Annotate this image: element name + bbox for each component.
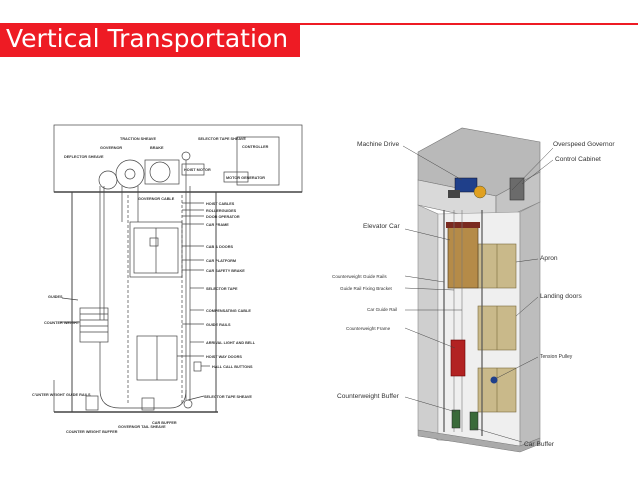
label-car-buffer: CAR BUFFER	[152, 421, 177, 425]
governor-tail-sheave	[183, 399, 193, 409]
elevator-car	[129, 221, 183, 278]
counterweight	[79, 307, 109, 343]
label-governor-cable: GOVERNOR CABLE	[138, 197, 175, 201]
label-guides: GUIDES	[48, 295, 63, 299]
counterweight-frame	[450, 339, 466, 377]
label-car-guide-rail: Car Guide Rail	[367, 307, 397, 312]
label-counter-weight-buffer: COUNTER WEIGHT BUFFER	[66, 430, 118, 434]
label-compensating-cable: COMPENSATING CABLE	[206, 309, 251, 313]
label-hoist-motor: HOIST MOTOR	[184, 168, 211, 172]
label-counterweight-frame: Counterweight Frame	[346, 326, 391, 331]
label-car-frame: CAR FRAME	[206, 223, 229, 227]
car-buffer	[469, 411, 479, 431]
tension-pulley	[490, 376, 498, 384]
governor-sheave	[181, 151, 191, 161]
label-deflector-sheave: DEFLECTOR SHEAVE	[64, 155, 104, 159]
brake-drum	[149, 161, 171, 183]
elevator-car	[447, 225, 479, 289]
label-elevator-car: Elevator Car	[363, 223, 400, 230]
deflector-sheave	[98, 170, 118, 190]
label-counter-weight-guide-rails: C'UNTER WEIGHT GUIDE RAILS	[32, 393, 91, 397]
label-door-operator: DOOR OPERATOR	[206, 215, 240, 219]
label-car-platform: CAR PLATFORM	[206, 259, 236, 263]
label-apron: Apron	[540, 255, 558, 262]
page-title: Vertical Transportation	[6, 24, 289, 53]
title-bar: Vertical Transportation	[0, 23, 300, 57]
right-diagram-labels: Machine Drive Overspeed Governor Control…	[332, 141, 615, 448]
label-governor: GOVERNOR	[100, 146, 122, 150]
label-control-cabinet: Control Cabinet	[555, 156, 601, 163]
motor-generator	[223, 171, 249, 183]
label-brake: BRAKE	[150, 146, 164, 150]
label-hoistway-doors: HOIST WAY DOORS	[206, 355, 242, 359]
label-cab-doors: CAB & DOORS	[206, 245, 233, 249]
label-selector-tape: SELECTOR TAPE	[206, 287, 238, 291]
label-hall-call-buttons: HALL CALL BUTTONS	[212, 365, 253, 369]
machine-drive	[454, 177, 478, 193]
label-tension-pulley: Tension Pulley	[540, 354, 573, 360]
label-arrival-light-bell: ARRIVAL LIGHT AND BELL	[206, 341, 256, 345]
label-selector-tape-sheave-bottom: SELECTOR TAPE SHEAVE	[204, 395, 252, 399]
label-guide-rails: GUIDE RAILS	[206, 323, 231, 327]
label-motor-generator: MOTOR GENERATOR	[226, 176, 265, 180]
label-landing-doors: Landing doors	[540, 293, 582, 300]
counterweight-buffer	[85, 395, 99, 411]
label-controller: CONTROLLER	[242, 145, 269, 149]
control-cabinet	[509, 177, 525, 201]
label-rollerguides: ROLLERGUIDES	[206, 209, 237, 213]
left-elevator-diagram	[53, 124, 303, 413]
label-governor-tail-sheave: GOVERNOR TAIL SHEAVE	[118, 425, 166, 429]
label-guide-rail-fixing-bracket: Guide Rail Fixing Bracket	[340, 286, 393, 291]
title-rule	[300, 23, 638, 25]
label-hoist-cables: HOIST CABLES	[206, 202, 235, 206]
left-diagram-labels: TRACTION SHEAVE GOVERNOR BRAKE SELECTOR …	[32, 137, 269, 434]
label-machine-drive: Machine Drive	[357, 141, 399, 148]
counterweight-buffer	[451, 409, 461, 429]
label-counterweight-buffer: Counterweight Buffer	[337, 393, 400, 400]
label-traction-sheave: TRACTION SHEAVE	[120, 137, 156, 141]
car-buffer	[141, 397, 155, 411]
label-counterweight-guide-rails: Counterweight Guide Rails	[332, 274, 387, 279]
label-counter-weight: COUNTER WEIGHT	[44, 321, 80, 325]
traction-sheave	[115, 159, 145, 189]
hoist-motor	[181, 163, 205, 176]
label-car-safety-brake: CAR SAFETY BRAKE	[206, 269, 245, 273]
label-overspeed-governor: Overspeed Governor	[553, 141, 615, 148]
right-elevator-illustration	[402, 127, 554, 453]
label-selector-tape-sheave: SELECTOR TAPE SHEAVE	[198, 137, 246, 141]
controller-box	[236, 136, 280, 186]
label-car-buffer-right: Car Buffer	[524, 441, 555, 448]
